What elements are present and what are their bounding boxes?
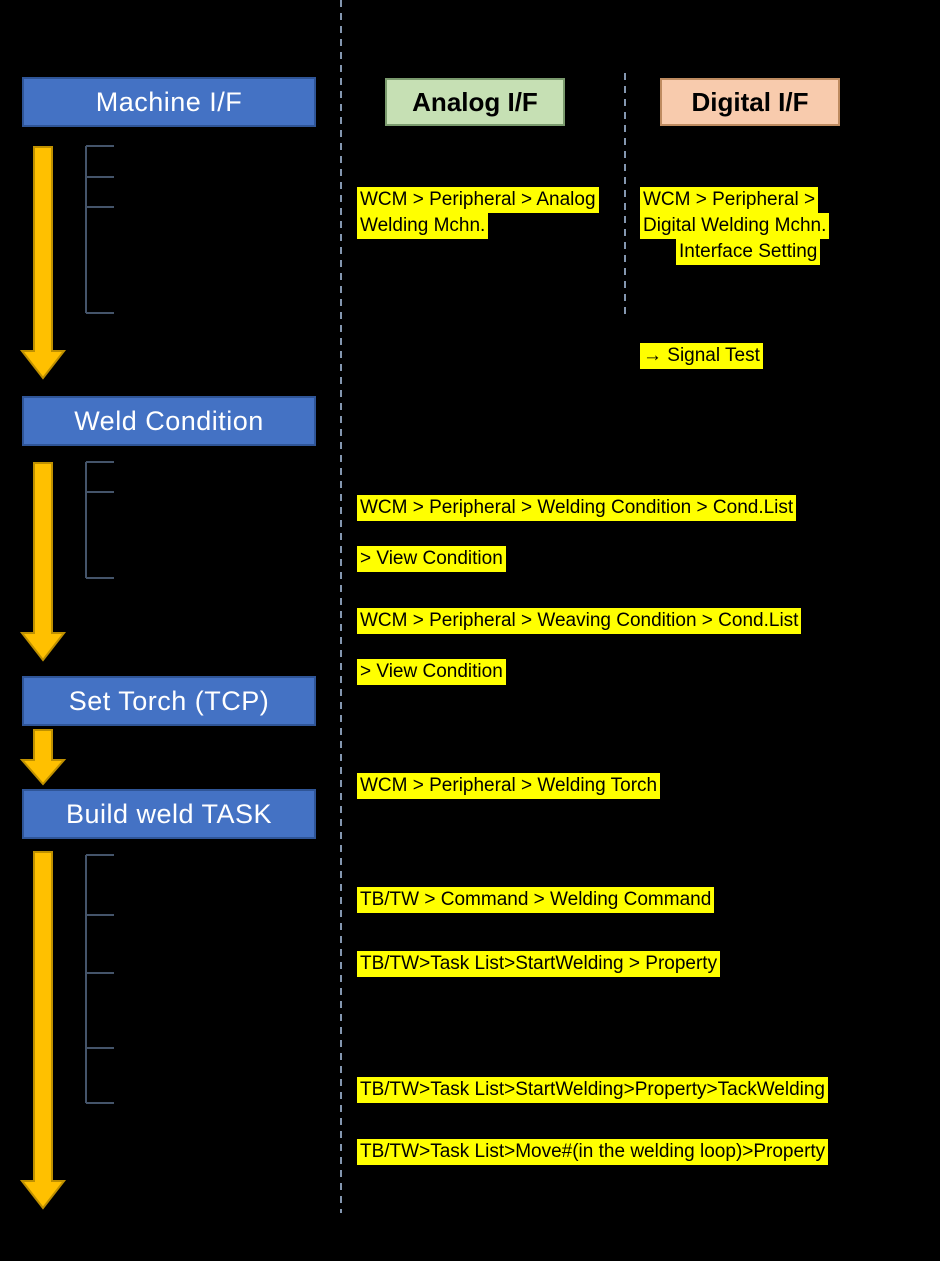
flow-arrow-condition-to-torch <box>19 462 67 662</box>
label-digital-machine-line3: Interface Setting <box>676 239 821 265</box>
step-box-set-torch: Set Torch (TCP) <box>22 676 316 726</box>
column-header-analog-if: Analog I/F <box>385 78 565 126</box>
flow-arrow-torch-to-task <box>19 729 67 786</box>
label-welding-torch-path: WCM > Peripheral > Welding Torch <box>357 773 661 799</box>
column-header-digital-if: Digital I/F <box>660 78 840 126</box>
step-box-weld-condition: Weld Condition <box>22 396 316 446</box>
tree-bracket-weld-condition <box>85 461 114 579</box>
label-digital-machine-line1: WCM > Peripheral > <box>640 187 819 213</box>
label-welding-condition-view: > View Condition <box>357 546 506 572</box>
label-weaving-condition-path: WCM > Peripheral > Weaving Condition > C… <box>357 608 802 634</box>
flow-arrow-machine-to-condition <box>19 146 67 380</box>
label-start-welding-property-path: TB/TW>Task List>StartWelding > Property <box>357 951 721 977</box>
label-tack-welding-path: TB/TW>Task List>StartWelding>Property>Ta… <box>357 1077 828 1103</box>
tree-bracket-build-weld-task <box>85 854 114 1104</box>
label-signal-test: → Signal Test <box>640 343 763 369</box>
label-welding-condition-path: WCM > Peripheral > Welding Condition > C… <box>357 495 797 521</box>
tree-bracket-machine-if <box>85 145 114 314</box>
step-box-build-weld-task: Build weld TASK <box>22 789 316 839</box>
label-move-property-path: TB/TW>Task List>Move#(in the welding loo… <box>357 1139 829 1165</box>
label-welding-command-path: TB/TW > Command > Welding Command <box>357 887 715 913</box>
step-box-machine-if: Machine I/F <box>22 77 316 127</box>
label-analog-machine-line1: WCM > Peripheral > Analog <box>357 187 599 213</box>
flow-arrow-build-task <box>19 851 67 1210</box>
label-analog-machine-line2: Welding Mchn. <box>357 213 489 239</box>
label-weaving-condition-view: > View Condition <box>357 659 506 685</box>
label-digital-machine-line2: Digital Welding Mchn. <box>640 213 830 239</box>
